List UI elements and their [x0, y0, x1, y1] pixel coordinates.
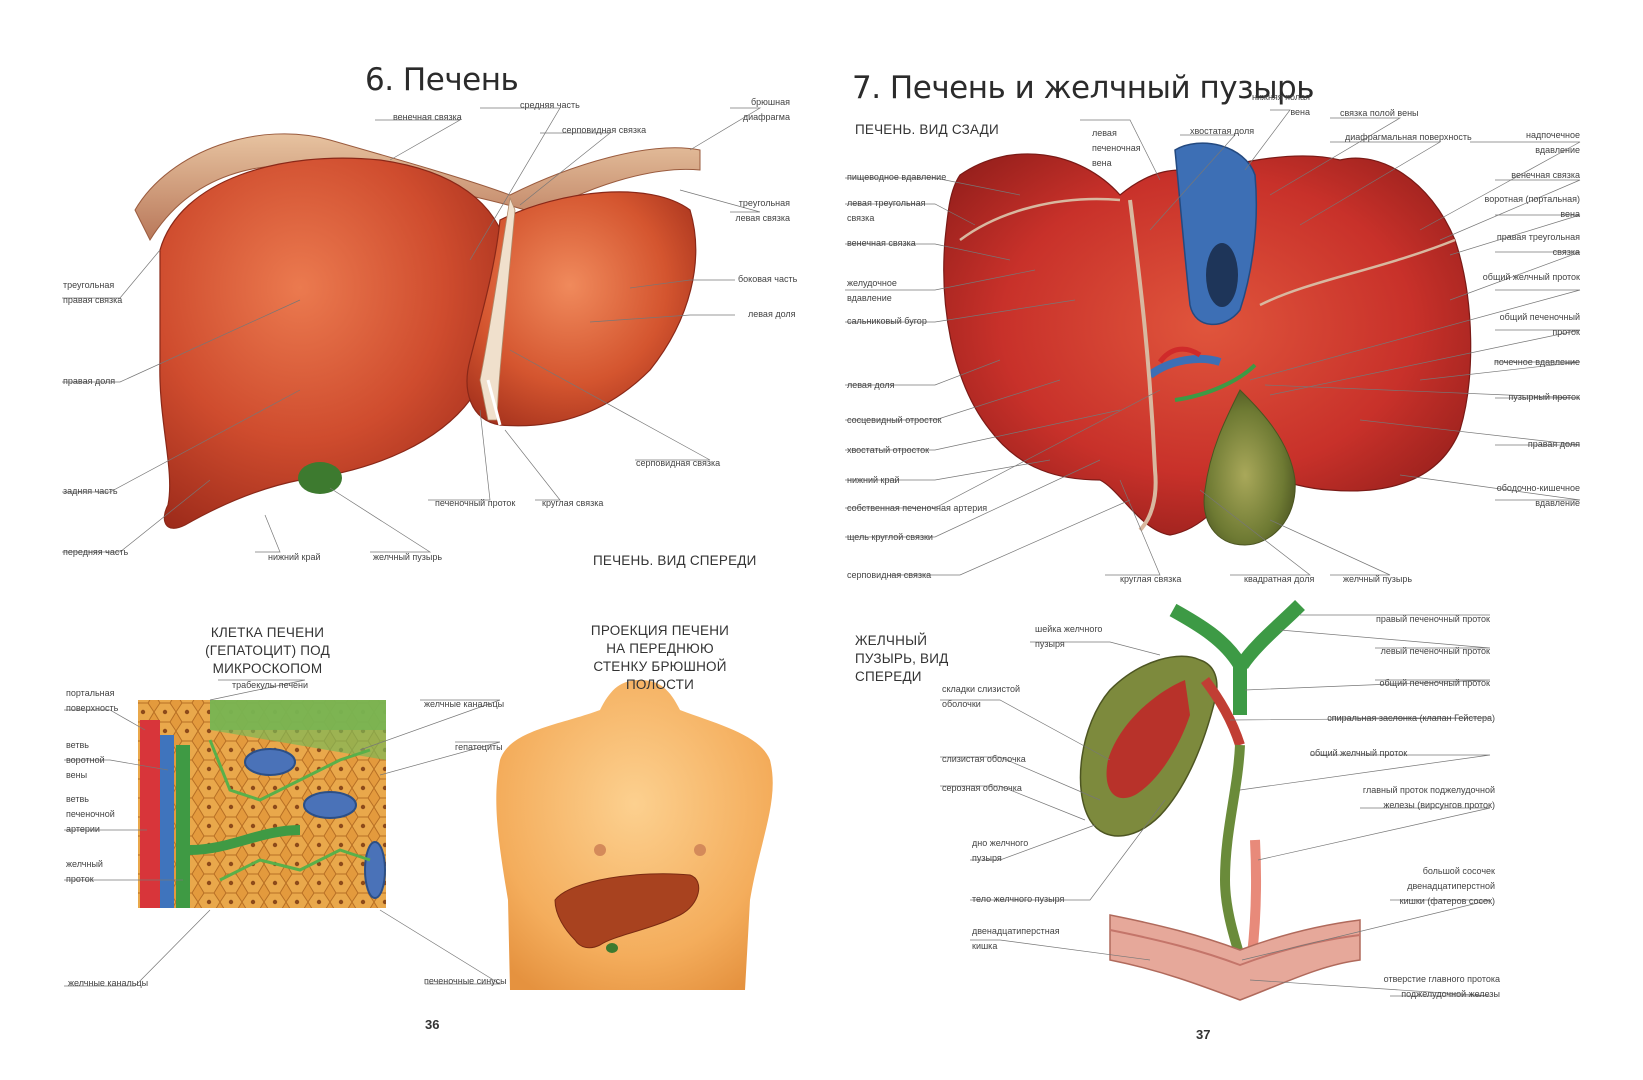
page-number-left: 36 — [425, 1017, 440, 1032]
label-bile-duct: желчный проток — [66, 859, 103, 884]
view-label-posterior: ПЕЧЕНЬ. ВИД СЗАДИ — [855, 122, 999, 137]
posterior-right-label: венечная связка — [1511, 170, 1580, 180]
hepatocyte-title: КЛЕТКА ПЕЧЕНИ (ГЕПАТОЦИТ) ПОД МИКРОСКОПО… — [205, 625, 330, 676]
leader-lines — [62, 107, 1581, 997]
label-bile-canals-bottom: желчные канальцы — [68, 978, 149, 988]
posterior-right-label: общий желчный проток — [1482, 272, 1580, 282]
label-caudate-lobe: хвостатая доля — [1190, 126, 1255, 136]
posterior-right-label: почечное вдавление — [1493, 357, 1580, 367]
page-title-right: 7. Печень и желчный пузырь — [852, 70, 1315, 106]
label-gallbladder-left: желчный пузырь — [373, 552, 443, 562]
posterior-right-label: правая треугольная связка — [1496, 232, 1580, 257]
label-right-lobe: правая доля — [63, 376, 116, 386]
label-duodenum: двенадцатиперстная кишка — [972, 926, 1060, 951]
label-round-ligament-right: круглая связка — [1120, 574, 1182, 584]
label-gallbladder-right: желчный пузырь — [1343, 574, 1413, 584]
label-quadrate-lobe: квадратная доля — [1244, 574, 1315, 584]
label-diaphragmatic-surface: диафрагмальная поверхность — [1345, 132, 1472, 142]
label-lateral-part: боковая часть — [738, 274, 798, 284]
label-falciform-ligament-bottom: серповидная связка — [636, 458, 721, 468]
posterior-left-label: нижний край — [847, 475, 900, 485]
label-left-hepatic-duct: левый печеночный проток — [1380, 646, 1490, 656]
label-pancreatic-duct-opening: отверстие главного протока поджелудочной… — [1383, 974, 1500, 999]
hepatocyte-illustration — [138, 700, 386, 908]
posterior-left-label: левая треугольная связка — [847, 198, 926, 223]
label-serosa: серозная оболочка — [942, 783, 1022, 793]
page-number-right: 37 — [1196, 1027, 1211, 1042]
view-label-anterior: ПЕЧЕНЬ. ВИД СПЕРЕДИ — [593, 553, 757, 568]
label-right-triangular-ligament: треугольная правая связка — [63, 280, 123, 305]
projection-title: ПРОЕКЦИЯ ПЕЧЕНИ НА ПЕРЕДНЮЮ СТЕНКУ БРЮШН… — [590, 623, 730, 692]
label-vena-cava-ligament: связка полой вены — [1340, 108, 1419, 118]
label-pancreatic-duct: главный проток поджелудочной железы (вир… — [1362, 785, 1495, 810]
label-mucosal-folds: складки слизистой оболочки — [942, 684, 1020, 709]
label-liver-trabeculae: трабекулы печени — [232, 680, 309, 690]
torso-projection-illustration — [496, 680, 773, 990]
gallbladder-anterior-illustration — [1079, 600, 1361, 1001]
label-hepatic-artery-branch: ветвь печеночной артерии — [66, 794, 115, 834]
posterior-right-label: правая доля — [1527, 439, 1580, 449]
label-middle-part: средняя часть — [520, 100, 580, 110]
page-title-left: 6. Печень — [365, 62, 519, 98]
label-gb-neck: шейка желчного пузыря — [1035, 624, 1103, 649]
posterior-right-label: ободочно-кишечное вдавление — [1496, 483, 1580, 508]
label-common-bile-duct: общий желчный проток — [1310, 748, 1408, 758]
label-falciform-ligament-top: серповидная связка — [562, 125, 647, 135]
posterior-right-label: надпочечное вдавление — [1526, 130, 1580, 155]
label-portal-vein-branch: ветвь воротной вены — [66, 740, 105, 780]
label-inferior-margin: нижний край — [268, 552, 321, 562]
label-hepatic-duct: печеночный проток — [435, 498, 516, 508]
posterior-left-label: венечная связка — [847, 238, 916, 248]
label-gb-fundus: дно желчного пузыря — [972, 838, 1029, 863]
label-left-triangular-ligament: треугольная левая связка — [735, 198, 790, 223]
label-left-hepatic-vein: левая печеночная вена — [1092, 128, 1141, 168]
label-inferior-vena-cava: нижняя полая вена — [1251, 92, 1310, 117]
posterior-left-label: левая доля — [847, 380, 895, 390]
posterior-right-label: воротная (портальная) вена — [1484, 194, 1580, 219]
posterior-left-label: хвостатый отросток — [847, 445, 930, 455]
label-gb-body: тело желчного пузыря — [972, 894, 1065, 904]
posterior-left-label: желудочное вдавление — [847, 278, 897, 303]
posterior-left-label: сосцевидный отросток — [847, 415, 942, 425]
label-spiral-valve: спиральная заслонка (клапан Гейстера) — [1327, 713, 1495, 723]
label-right-hepatic-duct: правый печеночный проток — [1375, 614, 1490, 624]
label-liver-sinuses: печеночные синусы — [424, 976, 507, 986]
label-abdominal-diaphragm: брюшная диафрагма — [742, 97, 790, 122]
label-coronary-ligament: венечная связка — [393, 112, 462, 122]
label-hepatocytes: гепатоциты — [455, 742, 503, 752]
label-mucosa: слизистая оболочка — [942, 754, 1026, 764]
label-bile-canals-top: желчные канальцы — [424, 699, 505, 709]
label-posterior-part: задняя часть — [63, 486, 118, 496]
label-common-hepatic-duct: общий печеночный проток — [1379, 678, 1490, 688]
label-major-papilla: большой сосочек двенадцатиперстной кишки… — [1399, 866, 1495, 906]
posterior-left-label: серповидная связка — [847, 570, 932, 580]
liver-anterior-illustration — [134, 133, 701, 529]
posterior-left-label: пищеводное вдавление — [847, 172, 947, 182]
label-left-lobe: левая доля — [748, 309, 796, 319]
liver-posterior-illustration — [943, 142, 1472, 546]
label-anterior-part: передняя часть — [63, 547, 129, 557]
posterior-left-label: собственная печеночная артерия — [847, 503, 988, 513]
gallbladder-title: ЖЕЛЧНЫЙ ПУЗЫРЬ, ВИД СПЕРЕДИ — [855, 633, 949, 684]
posterior-right-label: общий печеночный проток — [1499, 312, 1580, 337]
posterior-left-label: сальниковый бугор — [847, 316, 927, 326]
label-round-ligament-left: круглая связка — [542, 498, 604, 508]
posterior-right-label: пузырный проток — [1508, 392, 1580, 402]
label-portal-surface: портальная поверхность — [66, 688, 119, 713]
posterior-left-label: щель круглой связки — [847, 532, 933, 542]
